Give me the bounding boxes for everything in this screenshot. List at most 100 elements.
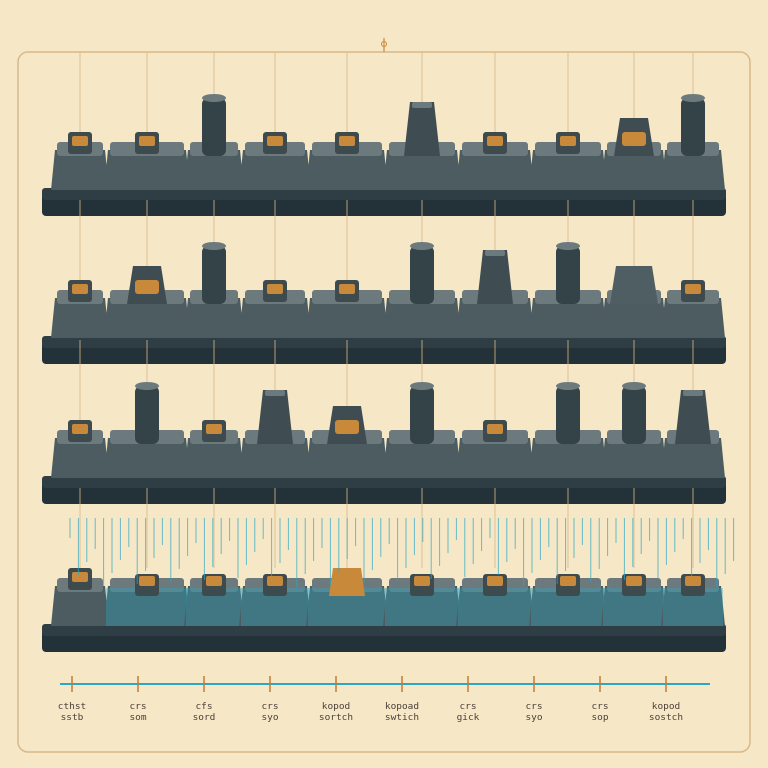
key-switch [184,574,244,626]
switch-row [42,52,726,216]
stem-core [487,136,503,146]
tall-keycap [257,390,293,444]
key-switch [239,132,311,190]
cylinder-stem [556,246,580,304]
stem-core [685,576,701,586]
timeline-label-line2: sstb [60,713,84,723]
timeline-label-line2: som [129,713,147,723]
cylinder-stem [202,98,226,156]
timeline-label-line1: kopod [321,702,351,712]
key-switch [239,280,311,338]
timeline-label-line2: sord [192,713,216,723]
stem-core [622,132,646,146]
timeline-label-line1: crs [525,702,543,712]
key-switch [383,382,461,478]
key-switch [456,250,534,338]
timeline-label-line1: crs [459,702,477,712]
key-switch [383,102,461,190]
key-switch [104,266,190,338]
stem-core [339,136,355,146]
key-switch [104,574,190,626]
key-switch [306,280,388,338]
timeline-label-line2: swtich [384,713,420,723]
tall-keycap [404,102,440,156]
timeline-label-line1: crs [261,702,279,712]
timeline-label-line1: cfs [195,702,213,712]
stem-core [139,136,155,146]
switch-row [42,340,726,504]
stem-core [72,136,88,146]
switch-row [42,488,735,652]
key-switch [661,390,725,478]
stem-core [685,284,701,294]
key-switch [529,242,607,338]
key-switch [456,574,534,626]
timeline-label-line1: crs [591,702,609,712]
key-switch [51,280,109,338]
tall-keycap [477,250,513,304]
cylinder-stem [202,246,226,304]
cylinder-stem [556,386,580,444]
key-switch [51,568,109,626]
key-switch [529,132,607,190]
stem-core [487,424,503,434]
key-switch [601,574,667,626]
stem-core [487,576,503,586]
cylinder-stem [410,246,434,304]
stem-core [72,424,88,434]
key-switch [306,568,388,626]
stem-core [267,576,283,586]
timeline-label-line1: cthst [57,702,87,712]
key-switch [104,132,190,190]
stem-core [206,424,222,434]
key-switch [306,132,388,190]
cylinder-stem [410,386,434,444]
timeline-label-line2: gick [456,713,480,723]
flat-keycap [610,266,658,304]
timeline-label-line2: sortch [318,713,354,723]
key-switch [661,574,725,626]
key-switch [456,420,534,478]
key-switch [661,280,725,338]
stem-core [139,576,155,586]
key-switch [661,94,725,190]
key-switch [601,266,667,338]
stem-core [335,420,359,434]
key-switch [529,574,607,626]
stem-core [560,136,576,146]
key-switch [601,382,667,478]
stem-core [414,576,430,586]
key-switch [383,242,461,338]
tall-keycap [675,390,711,444]
timeline-label-line2: syo [261,713,279,723]
base-plate-top [42,188,726,200]
stem-core [560,576,576,586]
timeline-label-line1: crs [129,702,147,712]
timeline-label-line1: kopod [651,702,681,712]
key-switch [51,420,109,478]
stem-core [339,284,355,294]
key-switch [306,406,388,478]
pin-icon [381,38,387,52]
key-switch [184,420,244,478]
key-switch [184,242,244,338]
stem-core [267,136,283,146]
cylinder-stem [135,386,159,444]
key-switch [184,94,244,190]
timeline-label-line2: sop [591,713,609,723]
base-plate-top [42,336,726,348]
cylinder-stem [681,98,705,156]
timeline-label-line2: syo [525,713,543,723]
base-plate-top [42,476,726,488]
pressed-stem [329,568,365,596]
timeline-label-line2: sostch [648,713,684,723]
